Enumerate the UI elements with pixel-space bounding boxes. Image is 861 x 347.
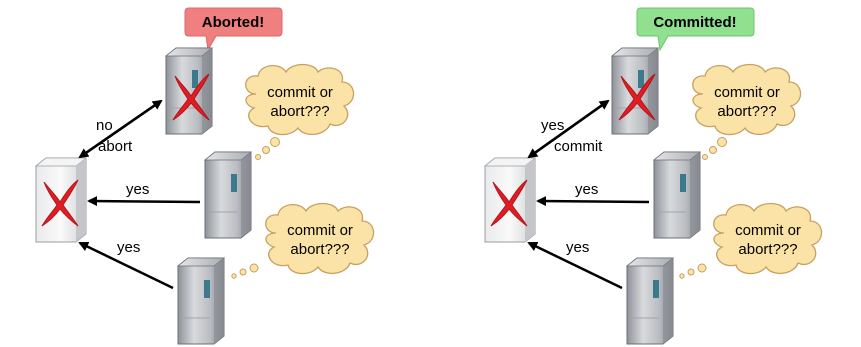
participant-server-bottom — [626, 257, 674, 345]
participant-server-middle — [204, 151, 252, 239]
thought-cloud: commit or abort??? — [245, 63, 355, 136]
thought-line1: commit or — [714, 84, 780, 101]
arrow-crashed-to-coordinator — [78, 99, 162, 159]
arrow-bottom-to-coordinator — [78, 241, 174, 290]
edge-label-bottom: yes — [117, 239, 140, 256]
thought-line1: commit or — [287, 222, 353, 239]
server-icon — [611, 47, 659, 135]
edge-label-middle: yes — [575, 181, 598, 198]
arrow-crashed-to-coordinator — [527, 99, 609, 159]
coordinator-server — [35, 157, 87, 243]
thought-line2: abort??? — [270, 103, 329, 120]
participant-crashed-server — [611, 47, 659, 135]
outcome-callout-aborted: Aborted! — [184, 7, 283, 52]
arrow-bottom-to-coordinator — [527, 241, 623, 290]
outcome-label: Committed! — [653, 14, 736, 31]
right-panel: Committed! yes commit yes yes — [484, 7, 823, 345]
thought-cloud: commit or abort??? — [713, 202, 823, 275]
edge-label-top-line1: yes — [541, 117, 564, 134]
coordinator-server — [484, 157, 536, 243]
edge-label-middle: yes — [126, 181, 149, 198]
thought-line1: commit or — [735, 222, 801, 239]
left-panel: Aborted! no abort yes yes — [35, 7, 375, 345]
thought-line1: commit or — [267, 84, 333, 101]
edge-label-bottom: yes — [566, 239, 589, 256]
outcome-label: Aborted! — [202, 14, 265, 31]
participant-server-bottom — [177, 257, 225, 345]
thought-line2: abort??? — [738, 241, 797, 258]
edge-label-top-line2: commit — [554, 138, 603, 155]
thought-line2: abort??? — [290, 241, 349, 258]
outcome-callout-committed: Committed! — [636, 7, 755, 52]
edge-label-top-line1: no — [96, 117, 113, 134]
arrow-middle-to-coordinator — [536, 196, 650, 207]
server-icon — [177, 257, 225, 345]
edge-label-top-line2: abort — [98, 138, 133, 155]
server-icon — [653, 151, 701, 239]
thought-cloud: commit or abort??? — [692, 63, 802, 136]
server-icon — [165, 47, 213, 135]
thought-line2: abort??? — [717, 103, 776, 120]
server-icon — [204, 151, 252, 239]
thought-cloud: commit or abort??? — [265, 202, 375, 275]
participant-server-middle — [653, 151, 701, 239]
arrow-middle-to-coordinator — [87, 196, 201, 207]
participant-crashed-server — [165, 47, 213, 135]
server-icon — [626, 257, 674, 345]
